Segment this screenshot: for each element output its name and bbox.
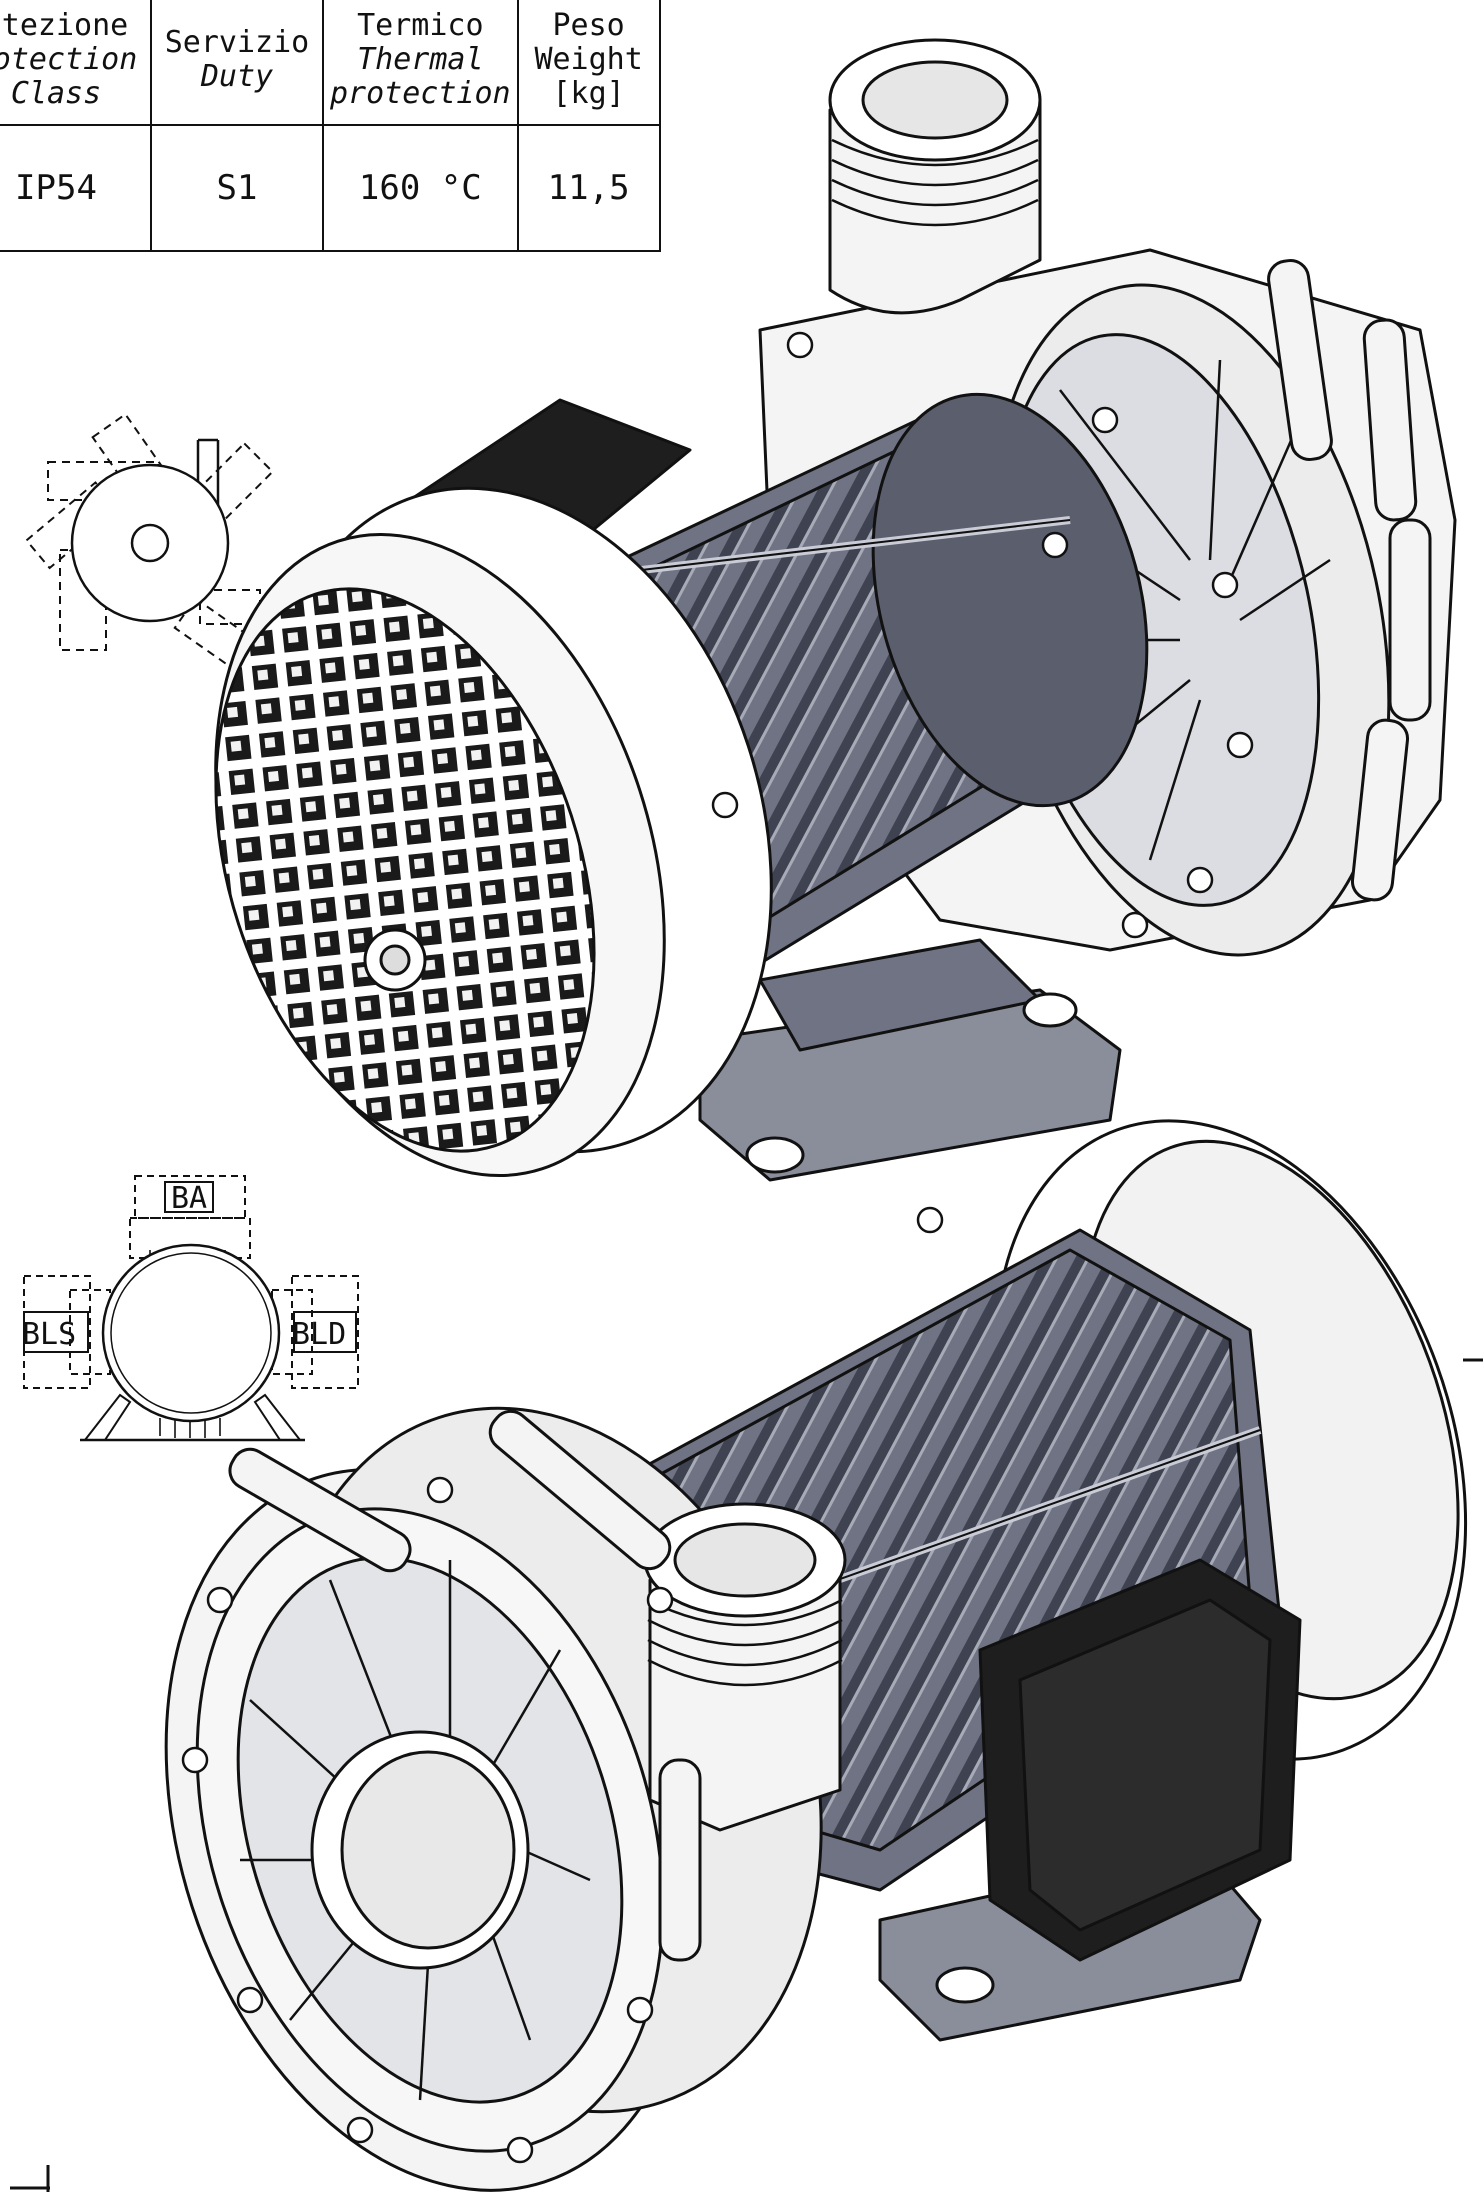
label-bld: BLD — [292, 1317, 346, 1352]
rotor-outline-schematic — [25, 412, 274, 681]
header-duty: Servizio Duty — [150, 0, 324, 126]
value-thermal: 160 °C — [322, 124, 519, 252]
header-weight: Peso Weight [kg] — [516, 0, 661, 126]
label-bls: BLS — [22, 1317, 76, 1352]
bolt-markers — [181, 331, 1254, 2164]
value-protection: IP54 — [0, 124, 152, 252]
header-thermal: Termico Thermal protection — [322, 0, 519, 126]
pump-bottom-illustration — [164, 1119, 1468, 2192]
label-ba: BA — [171, 1181, 207, 1216]
header-protection: otezione rotection Class — [0, 0, 152, 126]
value-duty: S1 — [150, 124, 324, 252]
port-orientation-schematic — [23, 1175, 359, 1442]
specs-table: otezione rotection Class Servizio Duty T… — [0, 0, 661, 252]
pump-top-illustration — [214, 38, 1457, 1182]
edge-mark-bottom — [10, 2165, 50, 2192]
value-weight: 11,5 — [516, 124, 661, 252]
